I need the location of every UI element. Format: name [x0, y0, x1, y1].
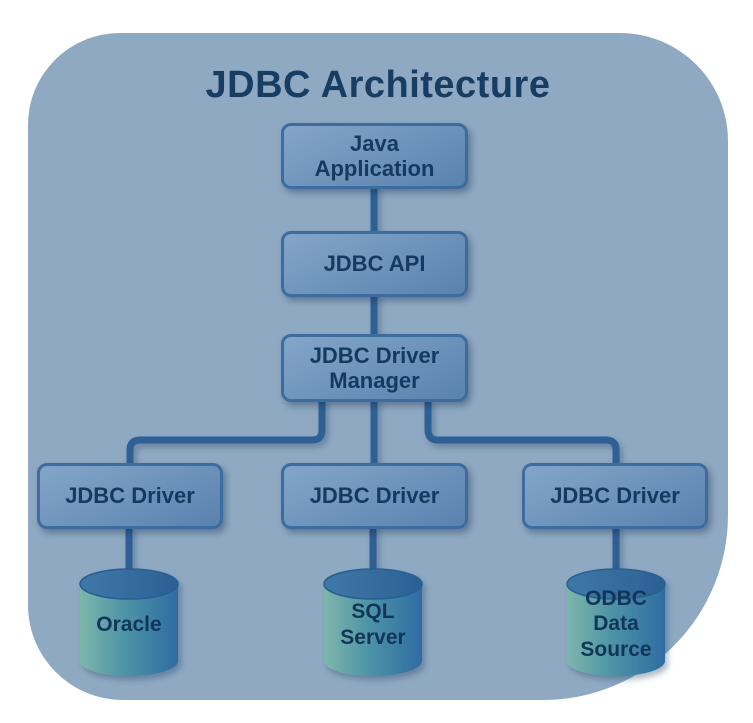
diagram-title: JDBC Architecture: [205, 64, 551, 106]
node-jdbc-driver-center: JDBC Driver: [281, 463, 468, 529]
oracle-database-label: Oracle: [96, 613, 162, 637]
node-jdbc-driver-right-label: JDBC Driver: [550, 483, 680, 509]
sql-server-database-cylinder: [323, 568, 423, 676]
node-java-application-label: Java Application: [314, 130, 435, 181]
node-jdbc-driver-manager-label: JDBC Driver Manager: [309, 342, 440, 393]
node-jdbc-driver-manager: JDBC Driver Manager: [281, 334, 468, 402]
odbc-cylinder-body: [567, 584, 665, 676]
odbc-cylinder-top: [566, 568, 666, 600]
node-jdbc-driver-right: JDBC Driver: [522, 463, 708, 529]
odbc-database-cylinder: [566, 568, 666, 676]
oracle-database-cylinder: [79, 568, 179, 676]
node-jdbc-driver-center-label: JDBC Driver: [309, 483, 440, 509]
connector-manager-to-driver-right: [424, 399, 620, 466]
node-jdbc-driver-left-label: JDBC Driver: [65, 483, 195, 509]
odbc-data-source-label: ODBC Data Source: [580, 586, 652, 661]
node-jdbc-api-label: JDBC API: [323, 251, 426, 277]
node-jdbc-api: JDBC API: [281, 231, 468, 297]
sql-server-cylinder-top: [323, 568, 423, 600]
oracle-cylinder-top: [79, 568, 179, 600]
node-java-application: Java Application: [281, 123, 468, 189]
sql-server-cylinder-body: [324, 584, 422, 676]
node-jdbc-driver-left: JDBC Driver: [37, 463, 223, 529]
oracle-cylinder-body: [80, 584, 178, 676]
sql-server-database-label: SQL Server: [340, 600, 406, 649]
connector-manager-to-driver-left: [126, 399, 326, 466]
